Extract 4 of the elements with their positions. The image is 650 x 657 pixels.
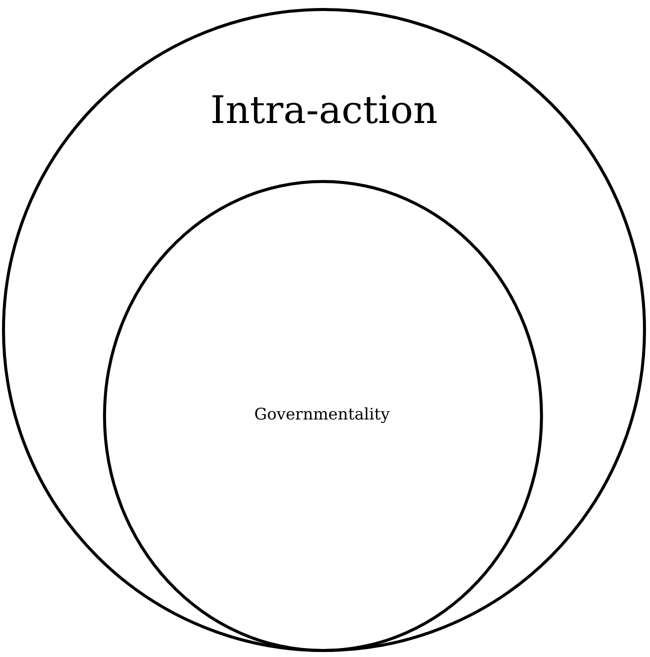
inner-circle	[103, 180, 543, 652]
circle-label: Intra-action	[210, 88, 438, 132]
circle-label: Governmentality	[254, 404, 390, 424]
outer-circle	[2, 8, 646, 652]
